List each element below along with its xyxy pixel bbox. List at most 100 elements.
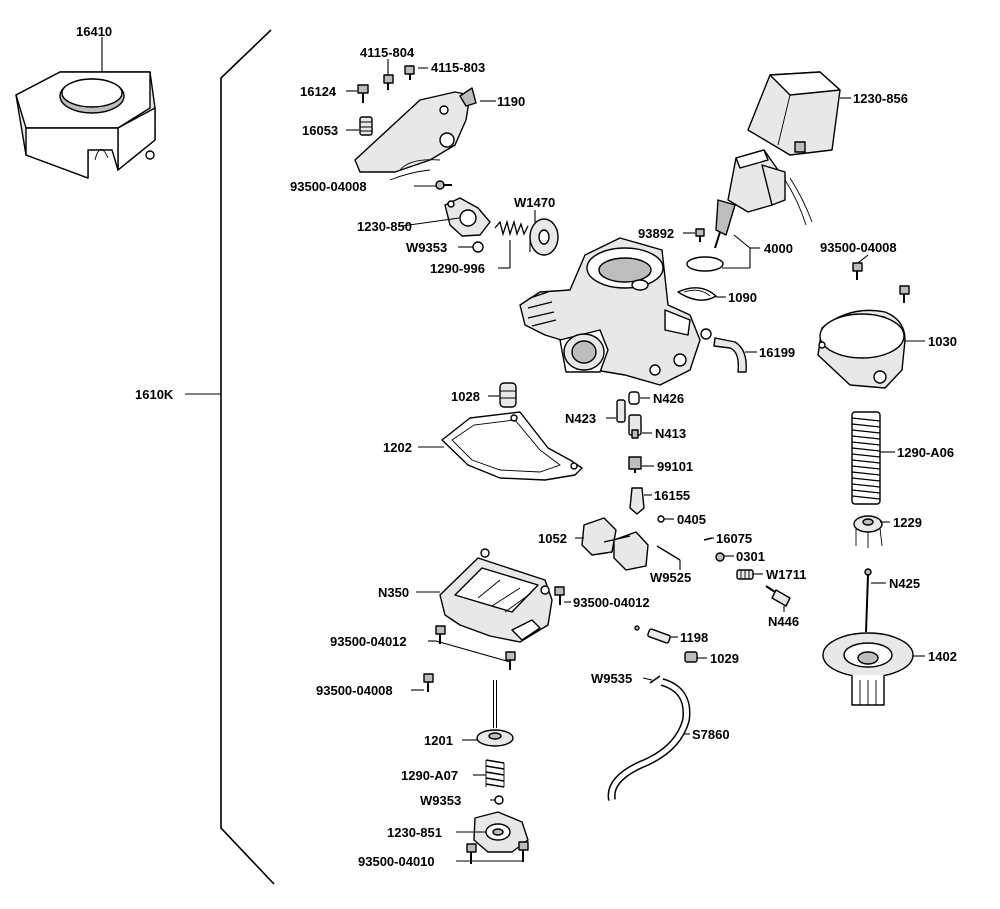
part-0301-screw — [715, 552, 725, 562]
part-W1470-diaphragm — [529, 218, 559, 256]
part-1202-gasket — [441, 411, 583, 481]
label-1290-996: 1290-996 — [430, 261, 485, 276]
label-W9353-b: W9353 — [420, 793, 461, 808]
label-W9525: W9525 — [650, 570, 691, 585]
part-1290-A07-spring — [485, 759, 505, 788]
part-1190-bracket — [354, 87, 477, 181]
label-93500-04008-b: 93500-04008 — [820, 240, 897, 255]
assembly-bracket — [185, 29, 275, 885]
part-N413-jet — [628, 414, 642, 439]
label-16053: 16053 — [302, 123, 338, 138]
part-1090-gasket — [677, 287, 717, 301]
label-0405: 0405 — [677, 512, 706, 527]
part-4000-oring — [686, 256, 724, 272]
part-1201-diaphragm-rod — [476, 680, 514, 747]
part-1230-856-cap — [747, 71, 841, 156]
label-1610K: 1610K — [135, 387, 174, 402]
label-1290-A06: 1290-A06 — [897, 445, 954, 460]
label-N425: N425 — [889, 576, 920, 591]
part-N425-needle — [864, 568, 872, 633]
part-labels: 16410 4115-804 4115-803 16124 1190 16053… — [76, 24, 957, 869]
label-1028: 1028 — [451, 389, 480, 404]
part-16124-screw — [357, 84, 369, 103]
label-16075: 16075 — [716, 531, 752, 546]
part-1028-cap — [499, 382, 517, 408]
part-N446-screw — [765, 585, 791, 607]
leader-lines — [101, 37, 925, 862]
label-W9353-a: W9353 — [406, 240, 447, 255]
label-N426: N426 — [653, 391, 684, 406]
label-1201: 1201 — [424, 733, 453, 748]
part-N423-jet — [616, 399, 626, 423]
label-16410: 16410 — [76, 24, 112, 39]
part-93500-04008-screw-c — [423, 673, 434, 692]
label-1229: 1229 — [893, 515, 922, 530]
part-1052-float — [581, 517, 649, 571]
part-W1711-screw — [736, 569, 754, 580]
part-W9535-clip — [649, 675, 661, 684]
part-93500-04008-screw-b — [852, 262, 910, 303]
part-4000-auto-choke — [714, 149, 813, 249]
label-1030: 1030 — [928, 334, 957, 349]
part-1402-piston-diaphragm — [822, 632, 914, 706]
label-93500-04008-c: 93500-04008 — [316, 683, 393, 698]
part-W9353-oring-b — [494, 795, 504, 805]
label-N413: N413 — [655, 426, 686, 441]
label-W1711: W1711 — [766, 567, 806, 582]
label-1052: 1052 — [538, 531, 567, 546]
part-93500-04008-screw-a — [435, 180, 452, 190]
label-1402: 1402 — [928, 649, 957, 664]
label-1230-856: 1230-856 — [853, 91, 908, 106]
label-16155: 16155 — [654, 488, 690, 503]
part-16410-cover — [15, 71, 156, 179]
part-16155-valve — [629, 487, 645, 515]
label-1230-850: 1230-850 — [357, 219, 412, 234]
label-1202: 1202 — [383, 440, 412, 455]
label-1230-851: 1230-851 — [387, 825, 442, 840]
label-N446: N446 — [768, 614, 799, 629]
part-93892-screw — [695, 228, 705, 242]
label-W9535: W9535 — [591, 671, 632, 686]
part-0405-clip — [657, 515, 665, 523]
part-S7860-hose — [607, 678, 691, 801]
label-1090: 1090 — [728, 290, 757, 305]
part-16075-pin — [703, 537, 713, 541]
part-1230-851-plate — [473, 811, 529, 853]
label-4115-803: 4115-803 — [431, 60, 485, 75]
label-99101: 99101 — [657, 459, 693, 474]
label-N350: N350 — [378, 585, 409, 600]
part-4115-804-screw — [383, 74, 394, 90]
part-1290-A06-spring — [851, 411, 881, 505]
part-93500-04010-screws — [466, 841, 529, 864]
part-W9525-pin — [656, 545, 681, 561]
label-0301: 0301 — [736, 549, 765, 564]
label-93500-04012-b: 93500-04012 — [330, 634, 407, 649]
label-93892: 93892 — [638, 226, 674, 241]
label-N423: N423 — [565, 411, 596, 426]
label-93500-04012-a: 93500-04012 — [573, 595, 650, 610]
part-99101-jet — [628, 456, 642, 473]
part-1029-plug — [684, 651, 698, 663]
label-93500-04008-a: 93500-04008 — [290, 179, 367, 194]
part-4115-803-screw — [404, 65, 415, 80]
label-1198: 1198 — [680, 630, 708, 645]
part-16053-spring — [359, 116, 373, 136]
label-4000: 4000 — [764, 241, 793, 256]
label-16124: 16124 — [300, 84, 337, 99]
part-1030-top-cover — [817, 309, 906, 389]
label-4115-804: 4115-804 — [360, 45, 415, 60]
part-1230-850-plate — [444, 197, 491, 237]
part-93500-04012-screw-a — [554, 586, 565, 605]
part-1229-needle-holder — [853, 515, 883, 548]
label-1190: 1190 — [497, 94, 525, 109]
label-1290-A07: 1290-A07 — [401, 768, 458, 783]
label-W1470: W1470 — [514, 195, 555, 210]
part-1198-screw — [634, 625, 671, 644]
carburetor-body — [519, 237, 701, 386]
label-16199: 16199 — [759, 345, 795, 360]
label-1029: 1029 — [710, 651, 739, 666]
part-N426-jet — [628, 391, 640, 405]
part-1290-996-spring — [494, 219, 529, 237]
